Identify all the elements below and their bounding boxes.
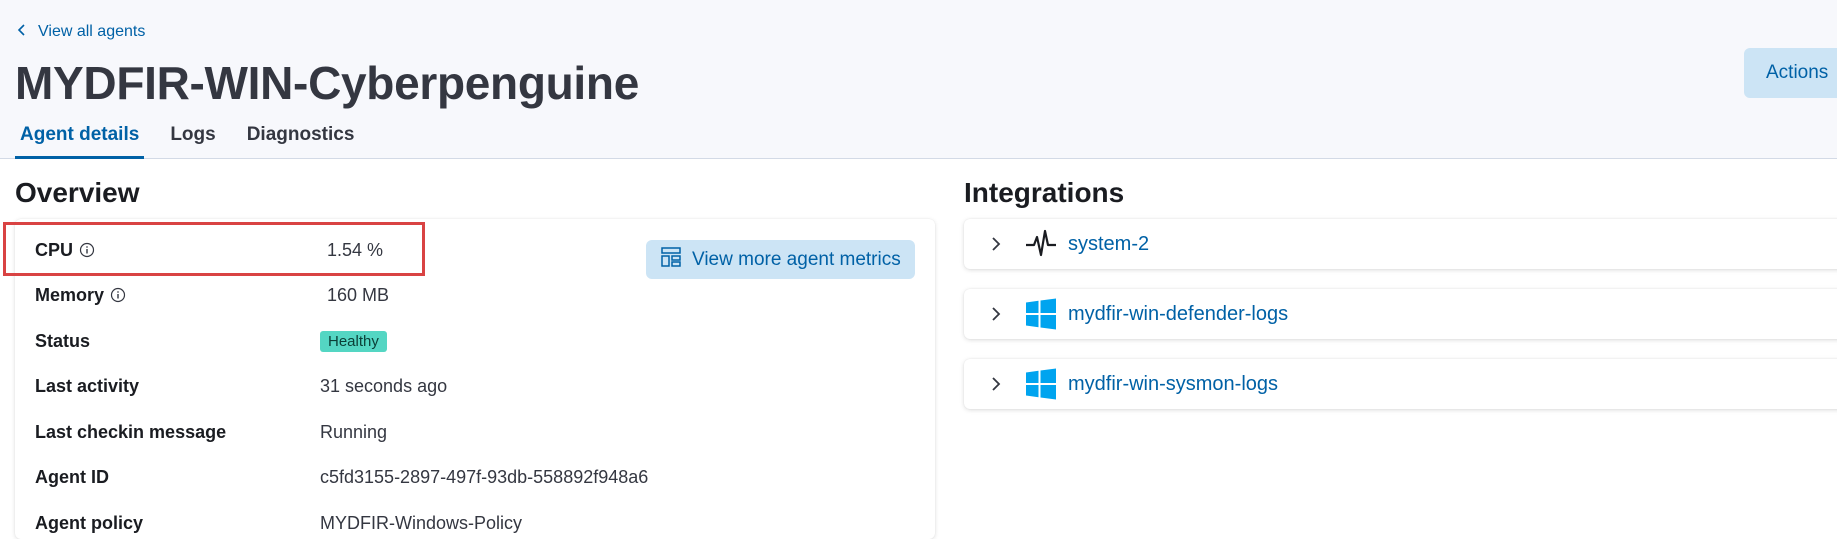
windows-logo-icon <box>1026 298 1056 330</box>
memory-label-text: Memory <box>35 284 105 305</box>
integration-name[interactable]: mydfir-win-defender-logs <box>1068 302 1289 325</box>
integration-name[interactable]: mydfir-win-sysmon-logs <box>1068 372 1279 395</box>
cpu-label: CPU <box>35 240 320 261</box>
last-checkin-row: Last checkin message Running <box>35 417 387 447</box>
agent-policy-label: Agent policy <box>35 512 144 533</box>
last-checkin-label: Last checkin message <box>35 421 227 442</box>
chevron-right-icon[interactable] <box>989 307 1003 321</box>
info-icon[interactable] <box>110 287 126 303</box>
status-label: Status <box>35 330 91 351</box>
view-more-agent-metrics-button[interactable]: View more agent metrics <box>646 240 915 279</box>
memory-row: Memory 160 MB <box>35 280 389 310</box>
agent-policy-link[interactable]: MYDFIR-Windows-Policy <box>320 512 523 533</box>
agent-id-label: Agent ID <box>35 466 109 487</box>
page-header: View all agents MYDFIR-WIN-Cyberpenguine… <box>0 0 1837 159</box>
actions-button[interactable]: Actions <box>1744 48 1837 98</box>
tab-diagnostics[interactable]: Diagnostics <box>246 124 355 145</box>
integration-item-mydfir-win-defender-logs[interactable]: mydfir-win-defender-logs <box>964 289 1837 339</box>
integration-item-mydfir-win-sysmon-logs[interactable]: mydfir-win-sysmon-logs <box>964 359 1837 409</box>
last-activity-label: Last activity <box>35 375 140 396</box>
last-activity-row: Last activity 31 seconds ago <box>35 371 447 401</box>
overview-title: Overview <box>15 177 140 208</box>
cpu-value: 1.54 % <box>327 239 384 260</box>
tab-logs[interactable]: Logs <box>170 124 216 145</box>
last-activity-value: 31 seconds ago <box>320 375 448 396</box>
memory-value: 160 MB <box>327 284 390 305</box>
last-checkin-value: Running <box>320 421 388 442</box>
status-row: Status Healthy <box>35 326 387 356</box>
integrations-title: Integrations <box>964 177 1125 208</box>
agent-id-row: Agent ID c5fd3155-2897-497f-93db-558892f… <box>35 462 648 492</box>
tab-bar: Agent details Logs Diagnostics <box>15 118 380 159</box>
cpu-label-text: CPU <box>35 239 74 260</box>
view-all-agents-link[interactable]: View all agents <box>16 23 145 41</box>
metrics-button-label: View more agent metrics <box>692 248 901 270</box>
dashboard-icon <box>660 246 682 274</box>
back-link-label: View all agents <box>38 23 146 40</box>
memory-label: Memory <box>35 285 320 306</box>
chevron-right-icon[interactable] <box>989 377 1003 391</box>
agent-policy-row: Agent policy MYDFIR-Windows-Policy <box>35 508 522 538</box>
agent-id-value: c5fd3155-2897-497f-93db-558892f948a6 <box>320 466 649 487</box>
integration-name[interactable]: system-2 <box>1068 232 1150 255</box>
chevron-left-icon <box>16 23 28 41</box>
tab-agent-details[interactable]: Agent details <box>15 118 145 159</box>
page-title: MYDFIR-WIN-Cyberpenguine <box>15 57 639 109</box>
status-badge: Healthy <box>320 330 387 352</box>
windows-logo-icon <box>1026 368 1056 400</box>
chevron-right-icon[interactable] <box>989 237 1003 251</box>
info-icon[interactable] <box>79 242 95 258</box>
cpu-row: CPU 1.54 % <box>35 235 383 265</box>
integration-item-system-2[interactable]: system-2 <box>964 219 1837 269</box>
heartbeat-icon <box>1026 229 1056 257</box>
